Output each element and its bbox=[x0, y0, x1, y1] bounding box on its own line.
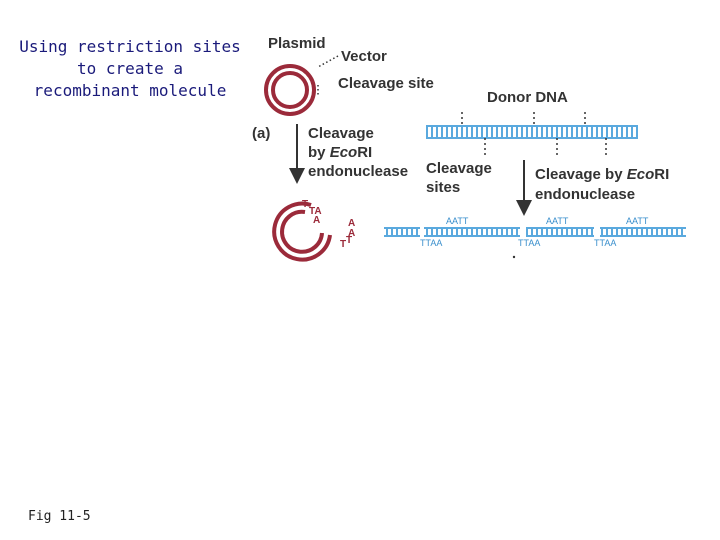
donor-fragment-3 bbox=[526, 227, 594, 237]
vector-pointer bbox=[317, 55, 339, 68]
donor-cleavage-markers bbox=[461, 112, 607, 156]
cleavage-sites-line1: Cleavage bbox=[426, 160, 492, 177]
plasmid-label: Plasmid bbox=[268, 35, 326, 52]
sticky-end-a-left: A bbox=[313, 215, 320, 226]
vector-label: Vector bbox=[341, 48, 387, 65]
sticky-end-a-right-2: A bbox=[348, 228, 355, 239]
donor-cleavage-line1: Cleavage by EcoRI bbox=[535, 166, 669, 183]
sticky-end-ttaa-2: TTAA bbox=[518, 238, 540, 248]
part-a-label: (a) bbox=[252, 125, 270, 142]
sticky-end-aatt-2: AATT bbox=[546, 216, 569, 226]
cut-plasmid bbox=[272, 201, 332, 262]
donor-fragment-4 bbox=[600, 227, 686, 237]
donor-dna-strand bbox=[426, 125, 638, 139]
donor-fragment-2 bbox=[424, 227, 520, 237]
donor-fragment-1 bbox=[384, 227, 420, 237]
figure-reference: Fig 11-5 bbox=[28, 509, 91, 524]
sticky-end-t-right-1: T bbox=[346, 235, 352, 246]
cleavage-sites-line2: sites bbox=[426, 179, 460, 196]
sticky-end-ttaa-3: TTAA bbox=[594, 238, 616, 248]
slide-title: Using restriction sites to create a reco… bbox=[19, 37, 241, 100]
sticky-end-ta-left: TA bbox=[309, 206, 322, 217]
sticky-end-t-left-top: T bbox=[302, 199, 308, 210]
sticky-end-a-right-1: A bbox=[348, 218, 355, 229]
plasmid-circle bbox=[264, 64, 316, 116]
plasmid-cleavage-line1: Cleavage bbox=[308, 125, 374, 142]
cleavage-site-label: Cleavage site bbox=[338, 75, 434, 92]
sticky-end-aatt-1: AATT bbox=[446, 216, 469, 226]
sticky-end-aatt-3: AATT bbox=[626, 216, 649, 226]
donor-cleavage-line2: endonuclease bbox=[535, 186, 635, 203]
sticky-end-t-right-2: T bbox=[340, 239, 346, 250]
plasmid-cleavage-line3: endonuclease bbox=[308, 163, 408, 180]
donor-dna-label: Donor DNA bbox=[487, 89, 568, 106]
plasmid-cleavage-line2: by EcoRI bbox=[308, 144, 372, 161]
stray-dot bbox=[512, 255, 516, 259]
sticky-end-ttaa-1: TTAA bbox=[420, 238, 442, 248]
